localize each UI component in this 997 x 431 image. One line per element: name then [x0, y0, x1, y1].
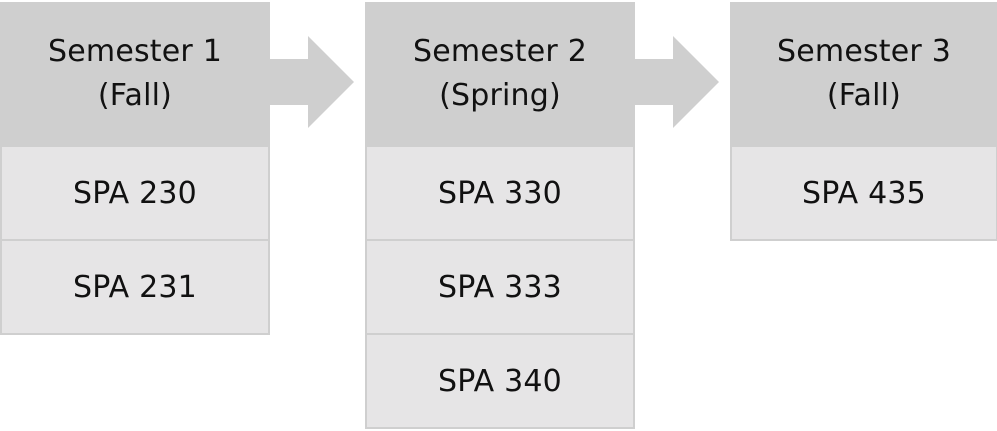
course-label: SPA 333 — [438, 269, 562, 305]
course-box: SPA 333 — [365, 241, 635, 335]
semester-header-2: Semester 2 (Spring) — [365, 2, 635, 145]
semester-title: Semester 2 — [413, 33, 587, 69]
course-label: SPA 231 — [73, 269, 197, 305]
course-box: SPA 435 — [730, 145, 997, 241]
right-arrow-icon — [633, 36, 719, 128]
course-box: SPA 330 — [365, 145, 635, 241]
course-box: SPA 340 — [365, 335, 635, 429]
course-label: SPA 340 — [438, 363, 562, 399]
semester-term: (Spring) — [439, 77, 561, 113]
right-arrow-icon — [268, 36, 354, 128]
semester-title: Semester 1 — [48, 33, 222, 69]
course-label: SPA 435 — [802, 175, 926, 211]
course-list-2: SPA 330 SPA 333 SPA 340 — [365, 145, 635, 429]
semester-header-1: Semester 1 (Fall) — [0, 2, 270, 145]
semester-title: Semester 3 — [777, 33, 951, 69]
course-label: SPA 330 — [438, 175, 562, 211]
semester-column-2: Semester 2 (Spring) SPA 330 SPA 333 SPA … — [365, 2, 635, 429]
semester-column-1: Semester 1 (Fall) SPA 230 SPA 231 — [0, 2, 270, 335]
course-list-1: SPA 230 SPA 231 — [0, 145, 270, 335]
course-box: SPA 230 — [0, 145, 270, 241]
course-box: SPA 231 — [0, 241, 270, 335]
semester-column-3: Semester 3 (Fall) SPA 435 — [730, 2, 997, 241]
semester-header-3: Semester 3 (Fall) — [730, 2, 997, 145]
course-label: SPA 230 — [73, 175, 197, 211]
semester-term: (Fall) — [97, 77, 173, 113]
course-list-3: SPA 435 — [730, 145, 997, 241]
semester-term: (Fall) — [826, 77, 902, 113]
